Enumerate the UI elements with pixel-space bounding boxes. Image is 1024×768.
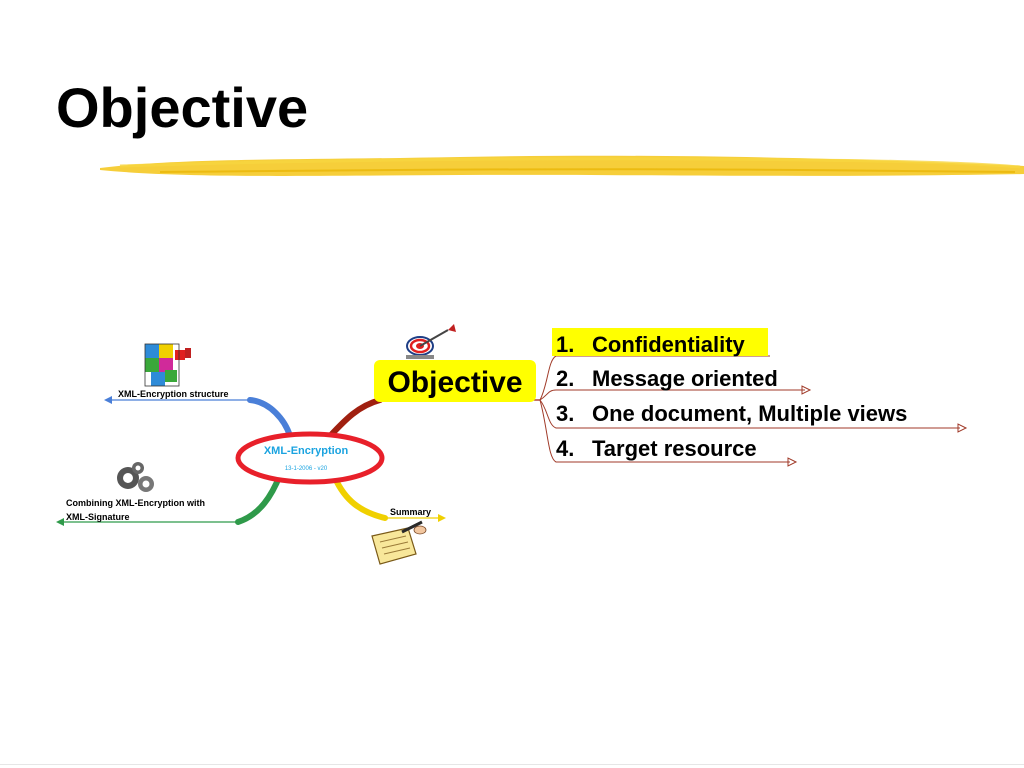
branch-arrow-combining <box>56 518 64 526</box>
objective-item-1-number: 1. <box>556 332 574 357</box>
branch-label-summary[interactable]: Summary <box>390 507 431 517</box>
center-node-title: XML-Encryption <box>264 445 349 457</box>
objective-item-3-label: One document, Multiple views <box>592 401 907 426</box>
objective-item-4-number: 4. <box>556 436 574 461</box>
branch-label-combining-line2[interactable]: XML-Signature <box>66 512 130 522</box>
objective-item-1-label: Confidentiality <box>592 332 746 357</box>
branch-arrow-summary <box>438 514 446 522</box>
objective-node[interactable]: Objective <box>374 360 536 402</box>
center-node[interactable]: XML-Encryption 13-1-2006 - v20 <box>235 431 385 485</box>
puzzle-icon <box>144 343 191 387</box>
objective-item-1[interactable]: 1. Confidentiality <box>556 332 746 357</box>
objective-item-3-number: 3. <box>556 401 574 426</box>
objective-item-1-highlight <box>552 328 768 356</box>
branch-connector-structure <box>247 397 293 439</box>
objective-item-4[interactable]: 4. Target resource <box>556 436 757 461</box>
branch-connector-combining <box>235 472 283 525</box>
objective-item-4-label: Target resource <box>592 436 757 461</box>
objective-node-label: Objective <box>387 366 522 399</box>
objective-item-2-number: 2. <box>556 366 574 391</box>
branch-arrow-structure <box>104 396 112 404</box>
objective-item-2[interactable]: 2. Message oriented <box>556 366 778 391</box>
title-underline <box>100 155 1024 176</box>
branch-label-structure[interactable]: XML-Encryption structure <box>118 389 229 399</box>
objective-item-2-label: Message oriented <box>592 366 778 391</box>
bottom-rule <box>0 764 1024 765</box>
target-icon <box>406 324 456 359</box>
gears-icon <box>117 462 154 492</box>
branch-connector-objective <box>327 397 383 439</box>
branch-label-combining-line1[interactable]: Combining XML-Encryption with <box>66 498 205 508</box>
branch-connector-summary <box>332 475 388 521</box>
center-node-subtitle: 13-1-2006 - v20 <box>285 466 328 472</box>
objective-item-3[interactable]: 3. One document, Multiple views <box>556 401 907 426</box>
notepad-icon <box>371 520 427 565</box>
slide-title: Objective <box>56 76 309 139</box>
